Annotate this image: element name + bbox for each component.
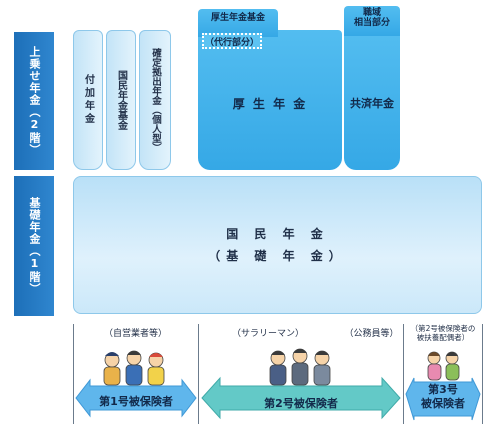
second-insured-label: 第2号被保険者 [264,397,338,410]
basic-label-line1: 国 民 年 金 [226,227,329,241]
third-insured-arrow [405,351,481,421]
kosei-nenkin-kikin-tab [198,9,278,37]
category-dependent-line2: 被扶養配偶者） [416,333,470,342]
third-insured-label-line1: 第3号 [428,383,458,396]
lower-tier-label: 基礎年金（1階） [14,176,54,316]
people-icon [269,348,331,386]
shokuiki-tab [344,6,400,36]
first-insured-arrow [75,350,197,418]
category-salaryman: （サラリーマン） [231,329,304,339]
category-dependent-line1: （第2号被保険者の [410,324,476,333]
kosei-nenkin-label: 厚 生 年 金 [232,97,308,111]
basic-label-line2: （基 礎 年 金） [208,249,347,263]
separator-left [73,324,74,424]
people-icon [103,350,165,386]
kokumin-nenkin-basic-block: 国 民 年 金 （基 礎 年 金） [73,176,482,314]
separator-1 [198,324,199,424]
separator-2 [403,324,404,424]
second-insured-arrow [201,348,401,420]
kyosai-nenkin-block [344,30,400,170]
kokumin-nenkin-kikin-pillar: 国民年金基金 [106,30,136,170]
first-insured-label: 第1号被保険者 [99,395,173,408]
third-insured-label-line2: 被保険者 [421,397,465,410]
fuka-nenkin-pillar: 付加年金 [73,30,103,170]
separator-right [482,324,483,424]
upper-tier-label: 上乗せ年金（2階） [14,32,54,170]
daiko-bubun-box: （代行部分） [202,33,262,49]
category-komuin: （公務員等） [344,329,399,339]
people-icon [427,351,460,381]
kosei-nenkin-block [198,30,342,170]
kosei-nenkin-kikin-label: 厚生年金基金 [210,13,265,23]
shokuiki-label-line1: 職域 [362,8,381,18]
category-jieigyo: （自営業者等） [103,329,167,339]
kyosai-nenkin-label: 共済年金 [350,97,394,110]
shokuiki-label-line2: 相当部分 [353,18,390,28]
kakutei-kyoshutsu-pillar: 確定拠出年金（個人型） [139,30,171,170]
